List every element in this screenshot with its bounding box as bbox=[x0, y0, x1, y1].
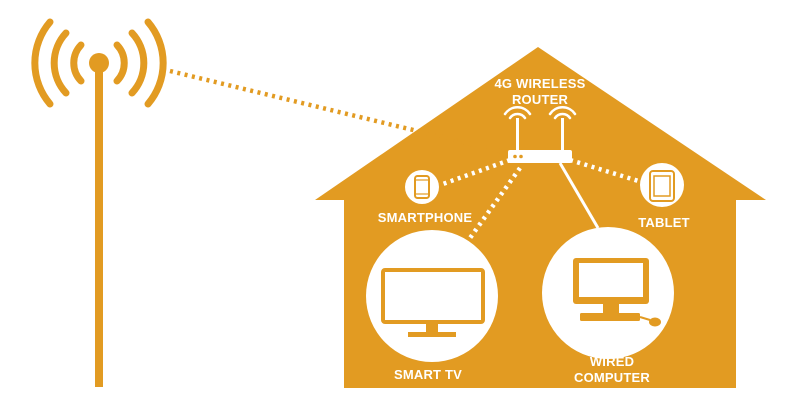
router-label-line1: 4G WIRELESS bbox=[494, 76, 585, 91]
smartphone-icon bbox=[405, 170, 439, 204]
router-smartphone-link bbox=[439, 157, 511, 188]
router-label-line2: ROUTER bbox=[512, 92, 569, 107]
router-tablet-link bbox=[569, 157, 646, 186]
tower-router-link bbox=[169, 68, 509, 156]
router-computer-cable bbox=[558, 162, 600, 229]
wireless-router-icon bbox=[503, 106, 577, 163]
tablet-icon bbox=[640, 163, 684, 207]
tablet-label: TABLET bbox=[638, 215, 690, 230]
computer-label-line1: WIRED bbox=[590, 354, 634, 369]
smart-tv-label: SMART TV bbox=[394, 367, 462, 382]
computer-label-line2: COMPUTER bbox=[574, 370, 650, 385]
cell-tower-icon bbox=[31, 18, 167, 387]
smartphone-label: SMARTPHONE bbox=[378, 210, 473, 225]
desktop-computer-icon bbox=[542, 227, 674, 359]
device-links bbox=[439, 157, 646, 240]
tv-icon bbox=[366, 230, 498, 362]
